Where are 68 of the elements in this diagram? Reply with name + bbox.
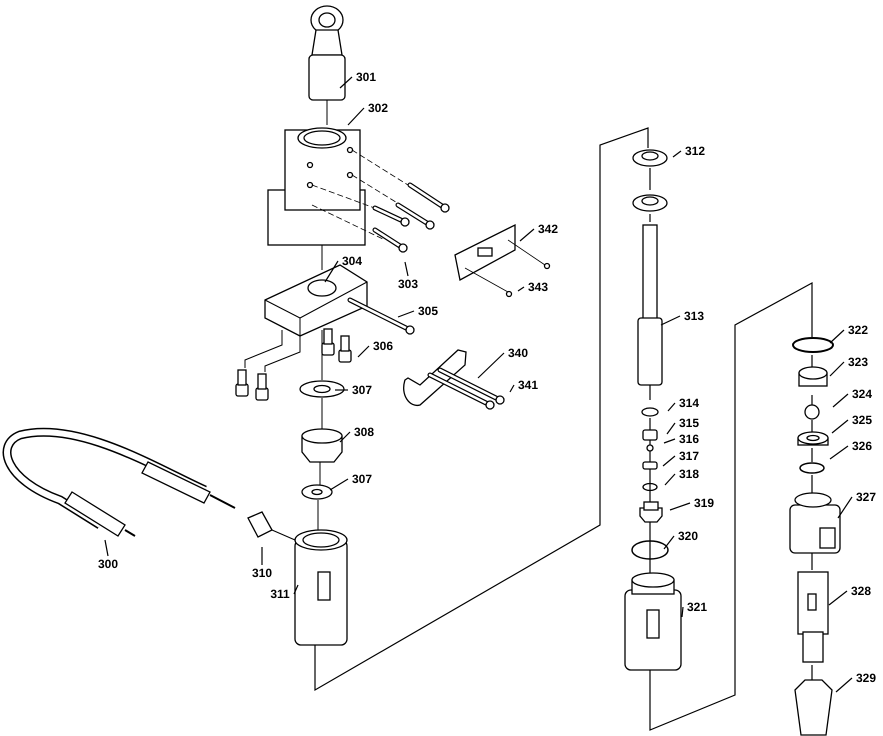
leader-line <box>664 536 674 550</box>
callout-number: 314 <box>678 396 700 410</box>
leader-line <box>832 420 848 434</box>
callout-number: 322 <box>848 323 868 337</box>
leader-line <box>398 310 414 318</box>
callout-number: 308 <box>354 425 374 439</box>
callout-number: 306 <box>372 339 394 353</box>
callout-number: 317 <box>678 449 700 463</box>
callout-number: 323 <box>848 355 868 369</box>
leader-line <box>662 456 676 466</box>
leader-line <box>518 286 524 292</box>
callout-number: 327 <box>856 490 876 504</box>
leader-line <box>335 389 348 391</box>
leader-line <box>348 108 364 126</box>
callout-number: 343 <box>528 280 548 294</box>
callout-number: 316 <box>678 432 700 446</box>
callout-number: 326 <box>852 439 872 453</box>
leader-line <box>681 606 684 618</box>
leader-line <box>666 422 676 434</box>
callout-number: 324 <box>852 387 872 401</box>
callout-number: 311 <box>270 587 290 601</box>
leader-line <box>660 315 680 326</box>
leader-line <box>104 540 109 556</box>
callout-number: 301 <box>356 70 376 84</box>
callout-number: 321 <box>686 600 708 614</box>
leader-line <box>404 262 409 276</box>
callout-number: 315 <box>678 416 700 430</box>
callout-number: 328 <box>850 584 872 598</box>
callout-number: 318 <box>678 467 700 481</box>
leader-line <box>830 330 844 344</box>
leader-line <box>836 678 852 692</box>
callout-number: 340 <box>508 346 528 360</box>
leader-line <box>830 362 844 376</box>
leader-line <box>340 432 350 442</box>
callout-number: 300 <box>98 557 118 571</box>
leader-line <box>330 478 348 491</box>
callout-number: 342 <box>538 222 558 236</box>
callout-number: 303 <box>398 277 418 291</box>
leader-line <box>261 547 263 565</box>
leader-line <box>832 394 848 408</box>
leader-line <box>664 474 676 486</box>
leader-line <box>520 228 534 242</box>
leader-line <box>340 76 352 88</box>
callout-number: 325 <box>852 413 872 427</box>
callout-number: 307 <box>352 472 372 486</box>
callout-number: 312 <box>684 144 706 158</box>
leader-line <box>672 150 682 158</box>
callout-number: 329 <box>856 671 876 685</box>
leader-line <box>828 590 848 606</box>
callout-number: 313 <box>684 309 704 323</box>
callout-number: 305 <box>418 304 438 318</box>
callout-number: 341 <box>518 378 538 392</box>
leader-line <box>358 346 370 358</box>
callout-number: 302 <box>368 101 388 115</box>
leader-line <box>838 496 852 518</box>
leader-line <box>324 260 339 282</box>
leader-line <box>664 438 676 444</box>
leader-line <box>830 446 848 460</box>
leader-line <box>293 584 299 594</box>
callout-number: 320 <box>678 529 698 543</box>
leader-line <box>478 352 504 378</box>
callout-number: 319 <box>694 496 714 510</box>
leader-line <box>670 502 690 511</box>
callout-number: 307 <box>352 383 372 397</box>
leader-line <box>668 402 676 412</box>
callout-number: 310 <box>252 566 272 580</box>
callout-number: 304 <box>342 254 362 268</box>
leader-line <box>509 384 515 392</box>
